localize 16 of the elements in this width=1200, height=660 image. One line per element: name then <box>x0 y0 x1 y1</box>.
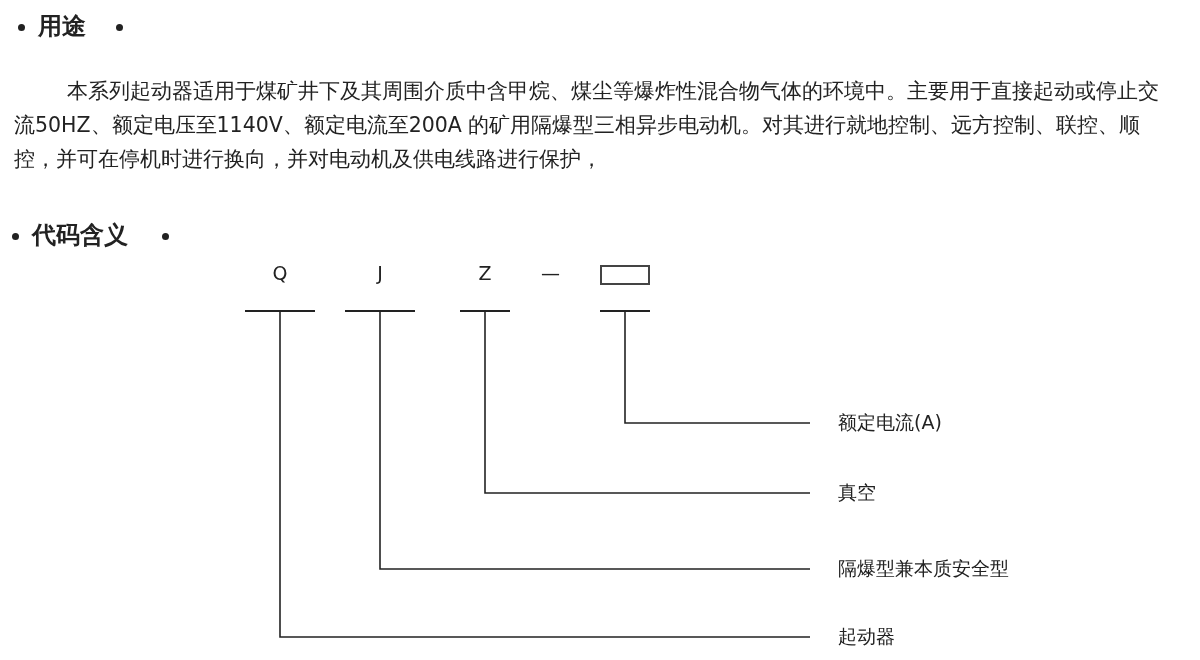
code-letter: J <box>345 262 415 311</box>
code-letter: Z <box>460 262 510 311</box>
leader-line <box>624 310 811 424</box>
blank-box <box>600 265 650 285</box>
leader-line <box>484 310 811 494</box>
meaning-label: 真空 <box>838 480 876 506</box>
meaning-label: 隔爆型兼本质安全型 <box>838 556 1009 582</box>
code-letter: Q <box>245 262 315 311</box>
section-heading: 用途 <box>38 11 86 42</box>
leader-line <box>379 310 811 570</box>
separator-dash: — <box>541 262 560 284</box>
leader-line <box>279 310 811 638</box>
description-paragraph: 本系列起动器适用于煤矿井下及其周围介质中含甲烷、煤尘等爆炸性混合物气体的环境中。主要用于直接起动或停止交流50HZ、额定电压至1140V、额定电流至200A 的矿用隔爆型三相异步电动机。对其进行就地控制、远方控制、联控、顺控，并可在停机时进行换向，并对电动机及供电线路进行保护， <box>14 78 1161 173</box>
meaning-label: 额定电流(A) <box>838 410 942 436</box>
section-heading: 代码含义 <box>32 220 128 251</box>
meaning-label: 起动器 <box>838 624 895 650</box>
